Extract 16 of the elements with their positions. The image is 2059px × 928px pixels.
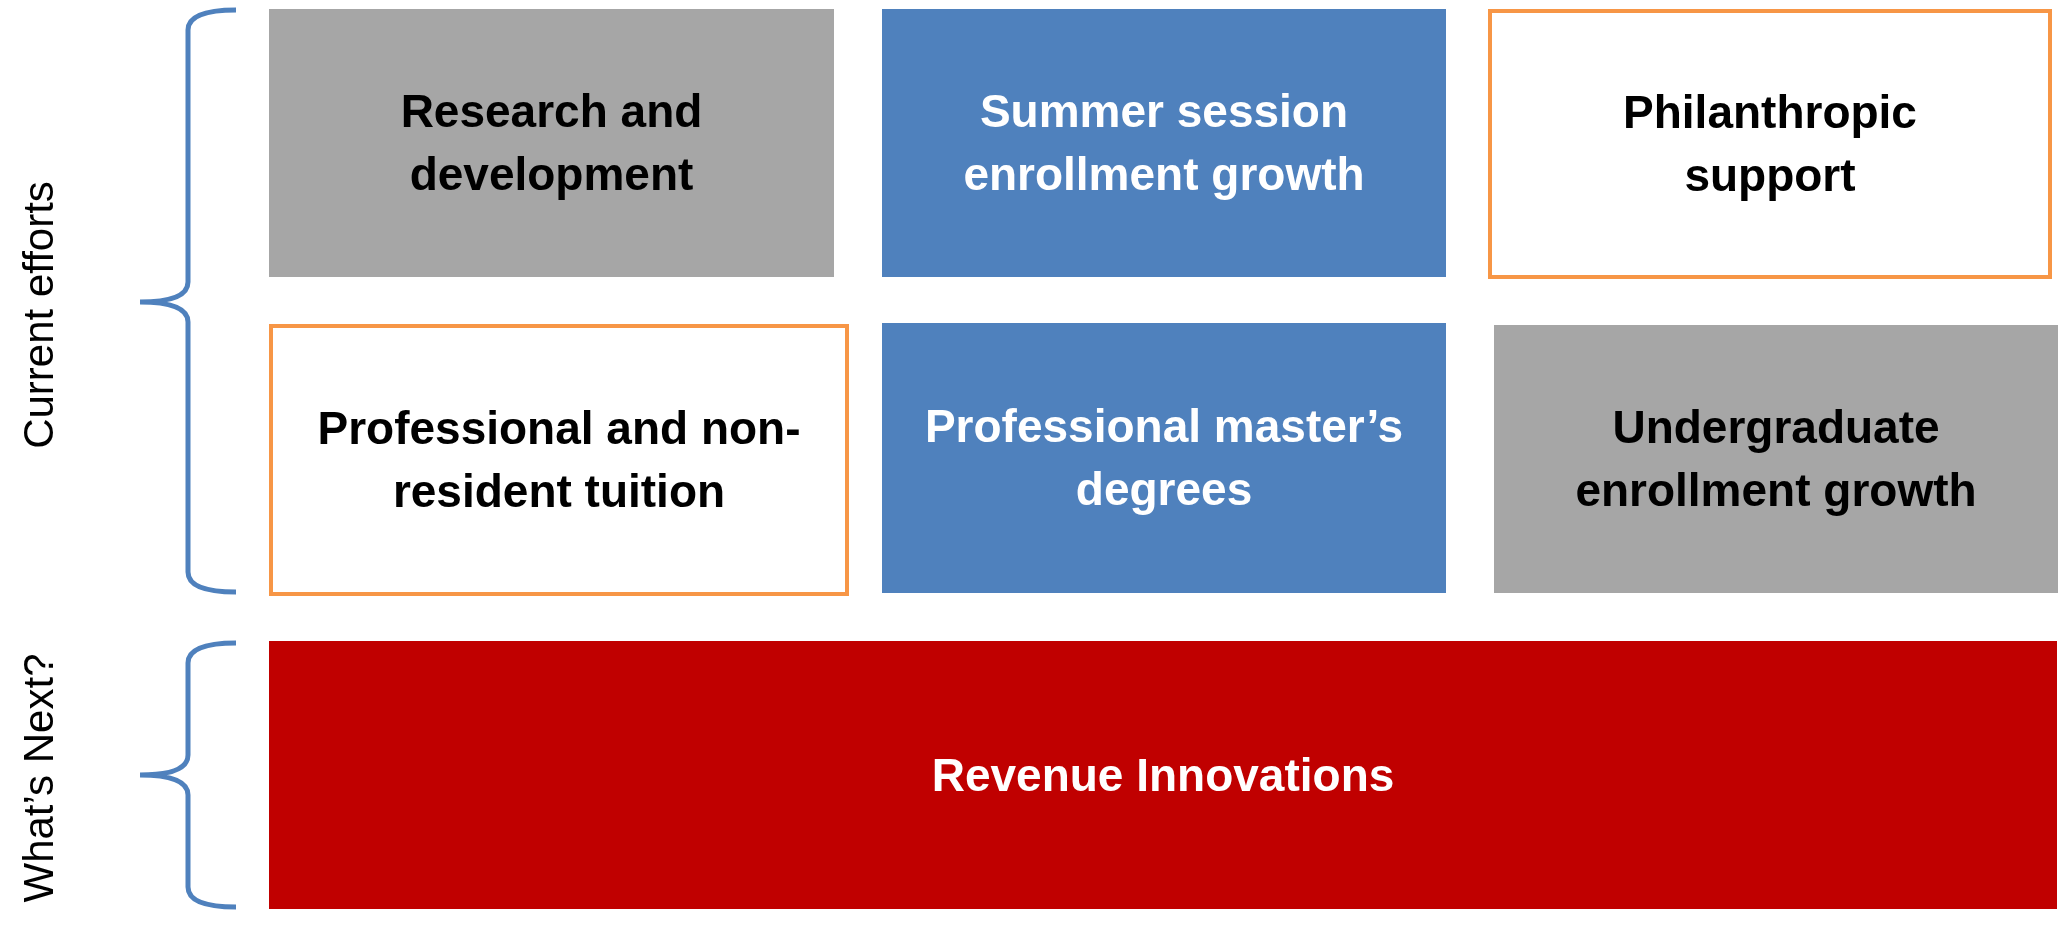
box-label: Summer session enrollment growth [962,84,1366,202]
box-label: Professional master’s degrees [923,399,1405,517]
box-label: Philanthropic support [1622,85,1918,203]
box-label: Professional and non-resident tuition [316,401,802,519]
text-box [269,9,834,277]
box-label: Undergraduate enrollment growth [1574,400,1978,518]
side-label: What’s Next? [15,653,63,903]
side-label: Current efforts [15,181,63,449]
text-box [1488,9,2052,279]
box-label: Research and development [399,84,704,202]
text-box [1494,325,2058,593]
text-box [269,324,849,596]
box-label: Revenue Innovations [931,747,1395,803]
text-box [269,641,2057,909]
text-box [882,9,1446,277]
text-box [882,323,1446,593]
